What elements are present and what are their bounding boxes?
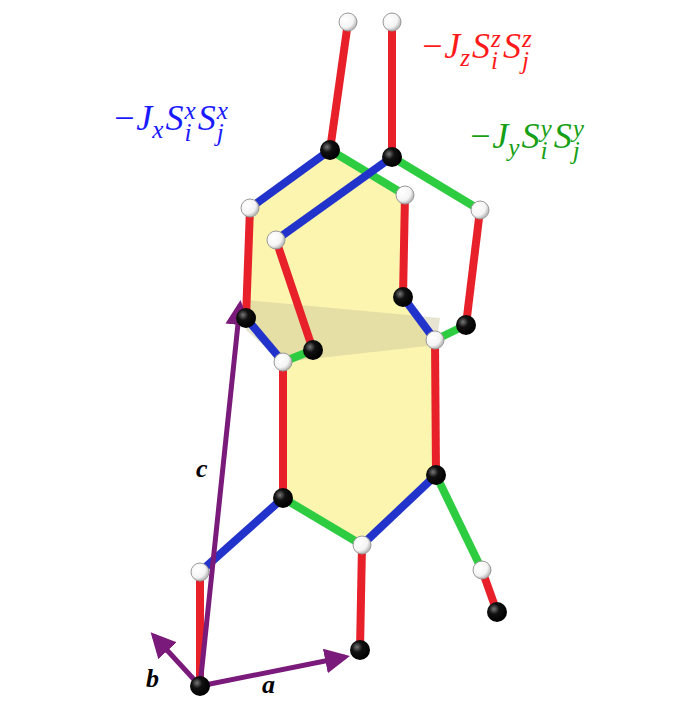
coupling-term: −JySiySjy [468, 118, 586, 161]
coupling-term: −JzSizSjz [420, 28, 534, 71]
axis-label: b [146, 666, 159, 692]
axis-label: a [262, 672, 275, 698]
coupling-term: −JxSixSjx [112, 100, 230, 143]
axis-label: c [196, 456, 208, 482]
